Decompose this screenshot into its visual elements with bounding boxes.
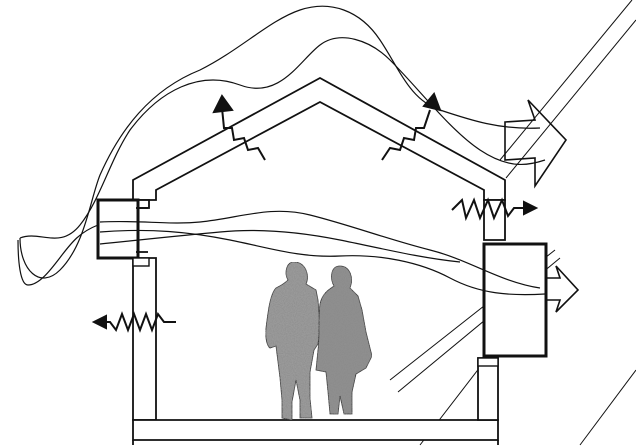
airflow-line-4 — [100, 211, 540, 288]
hollow-arrow-icon — [546, 266, 578, 312]
left-wall — [133, 258, 156, 420]
sunlight-rays — [390, 0, 636, 445]
right-window — [484, 244, 546, 356]
airflow-line-3 — [18, 225, 98, 285]
woman-figure — [316, 266, 372, 414]
left-window — [98, 200, 138, 258]
right-wall-lower — [478, 358, 498, 420]
right-wall-upper — [484, 200, 505, 240]
roof — [133, 78, 505, 200]
sun-ray-1 — [500, 0, 632, 160]
man-figure — [266, 262, 320, 420]
sun-ray-2 — [506, 20, 636, 178]
sun-ray-5 — [580, 370, 636, 445]
floor — [133, 420, 498, 440]
people-silhouette-icon — [266, 262, 372, 420]
house-section-icon — [98, 78, 546, 445]
airflow-line-5 — [100, 230, 545, 294]
